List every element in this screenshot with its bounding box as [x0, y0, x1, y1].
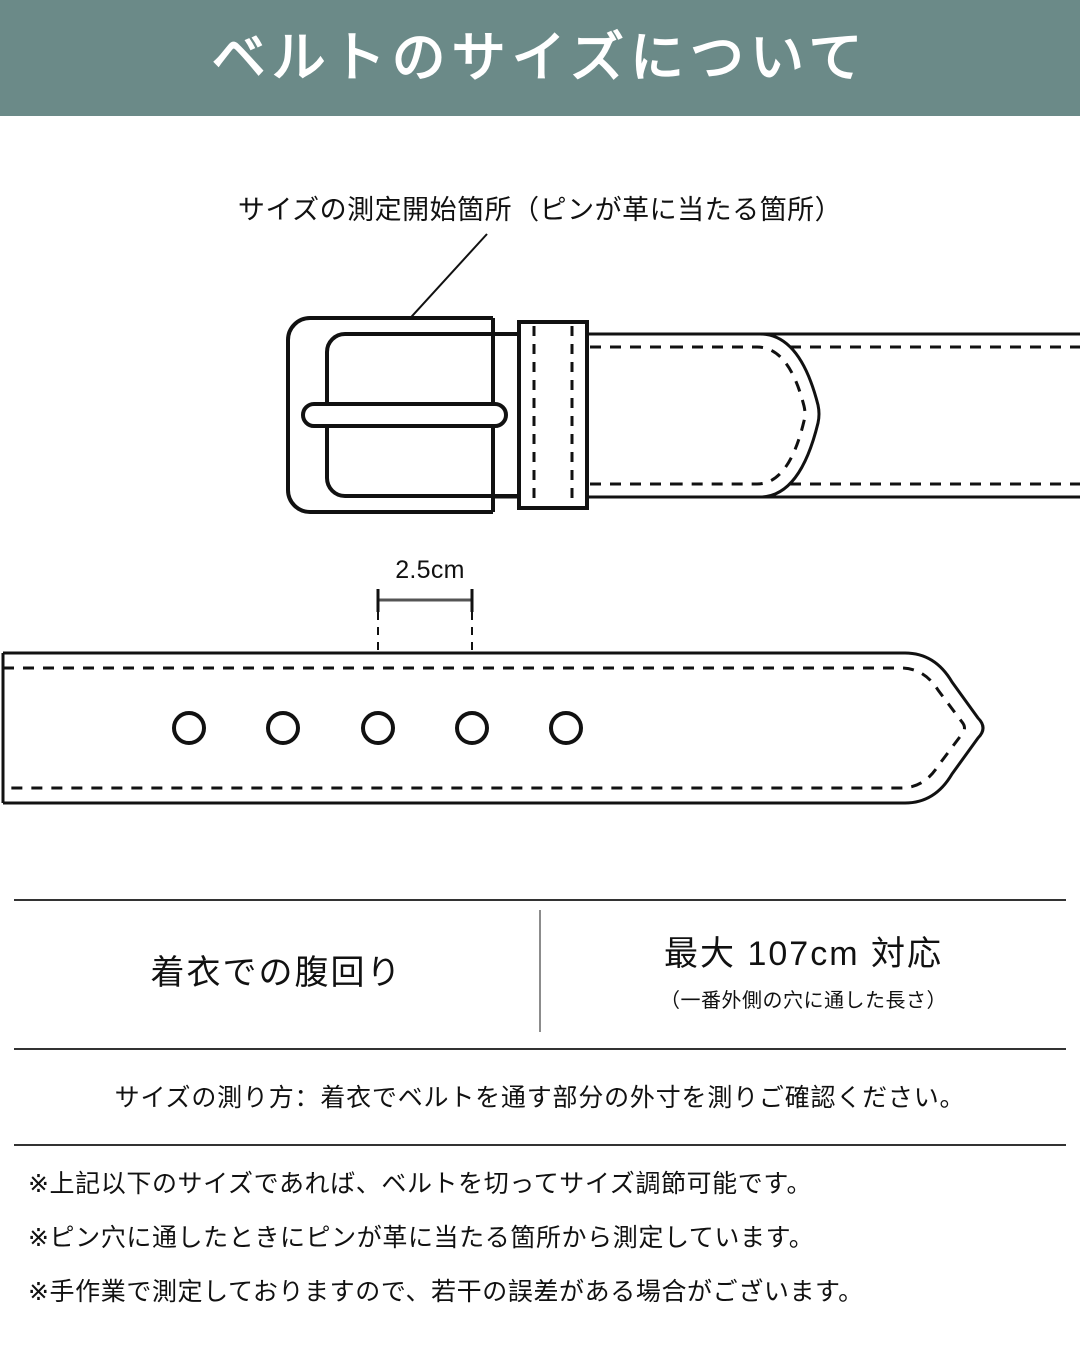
belt-strap-lower-stitch	[3, 666, 966, 790]
note-item: ※ピン穴に通したときにピンが革に当たる箇所から測定しています。	[28, 1224, 815, 1252]
table-vertical-divider	[539, 910, 541, 1032]
note-item: ※手作業で測定しておりますので、若干の誤差がある場合がございます。	[28, 1278, 864, 1306]
belt-hole	[172, 711, 206, 745]
spec-cell-right: 最大 107cm 対応 （一番外側の穴に通した長さ）	[541, 899, 1066, 1048]
belt-strap-tip-outline	[672, 332, 821, 499]
how-to-measure-text: サイズの測り方：着衣でベルトを通す部分の外寸を測りご確認ください。	[114, 1084, 966, 1112]
belt-hole	[549, 711, 583, 745]
buckle-annotation-label: サイズの測定開始箇所（ピンが革に当たる箇所）	[237, 195, 843, 225]
belt-strap-lower-outline	[3, 651, 985, 805]
header-banner: ベルトのサイズについて	[0, 0, 1080, 116]
note-item: ※上記以下のサイズであれば、ベルトを切ってサイズ調節可能です。	[28, 1170, 813, 1198]
belt-hole	[361, 711, 395, 745]
belt-strap-lower-fill	[3, 653, 983, 803]
dimension-label: 2.5cm	[395, 556, 465, 584]
page-title: ベルトのサイズについて	[211, 28, 869, 88]
divider-rule-middle	[14, 1048, 1066, 1050]
notes-list: ※上記以下のサイズであれば、ベルトを切ってサイズ調節可能です。 ※ピン穴に通した…	[28, 1172, 1052, 1305]
divider-rule-top	[14, 899, 1066, 901]
belt-strap-tip-stitch	[672, 345, 807, 486]
keeper-loop-icon	[517, 320, 589, 510]
belt-hole	[266, 711, 300, 745]
spec-right-label: 最大 107cm 対応	[664, 934, 943, 973]
buckle-diagram-group	[286, 316, 1080, 514]
holes-diagram-group	[1, 589, 985, 805]
spec-left-label: 着衣での腹回り	[150, 954, 403, 993]
divider-rule-bottom	[14, 1144, 1066, 1146]
spec-cell-left: 着衣での腹回り	[14, 899, 539, 1048]
spec-right-sublabel: （一番外側の穴に通した長さ）	[660, 990, 947, 1013]
buckle-pin-bar-icon	[301, 402, 508, 428]
belt-hole	[455, 711, 489, 745]
